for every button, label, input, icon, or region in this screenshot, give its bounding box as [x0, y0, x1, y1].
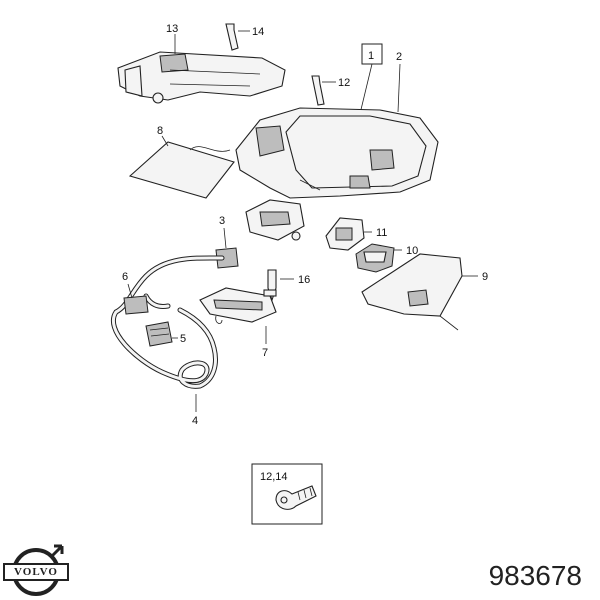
inset-label: 12,14: [260, 471, 288, 483]
part-number: 983678: [488, 560, 582, 591]
inset-screw-icon: [275, 485, 317, 510]
callout-9: 9: [482, 271, 488, 283]
callout-3: 3: [219, 215, 225, 227]
callout-12: 12: [338, 77, 350, 89]
callout-5: 5: [180, 333, 186, 345]
part-1-2-mirror-housing: [235, 107, 439, 199]
part-8-heater-plate: [128, 141, 235, 199]
callout-14: 14: [252, 26, 264, 38]
part-10-switch: [355, 243, 395, 273]
part-6-connector: [123, 295, 149, 315]
part-13-mirror-base: [117, 51, 286, 104]
volvo-logo-text: VOLVO: [14, 566, 58, 578]
part-11-bracket: [325, 217, 365, 251]
inset-box: 12,14: [251, 463, 323, 525]
callout-7: 7: [262, 347, 268, 359]
callout-4: 4: [192, 415, 198, 427]
part-9-lower-cover: [361, 253, 463, 331]
callout-1: 1: [368, 50, 374, 62]
part-12-screw: [311, 75, 325, 106]
callout-13: 13: [166, 23, 178, 35]
part-16-screw: [263, 269, 277, 302]
callout-16: 16: [298, 274, 310, 286]
part-adjustment-motor: [245, 199, 305, 241]
part-3-connector: [215, 247, 239, 269]
callout-6: 6: [122, 271, 128, 283]
part-4-wiring-harness: [111, 255, 225, 389]
callout-2: 2: [396, 51, 402, 63]
volvo-logo: [3, 544, 69, 596]
part-7-lamp: [199, 287, 277, 324]
callout-8: 8: [157, 125, 163, 137]
callout-10: 10: [406, 245, 418, 257]
part-5-connector-block: [145, 321, 173, 347]
part-14-screw: [225, 23, 239, 51]
callout-11: 11: [376, 227, 387, 239]
